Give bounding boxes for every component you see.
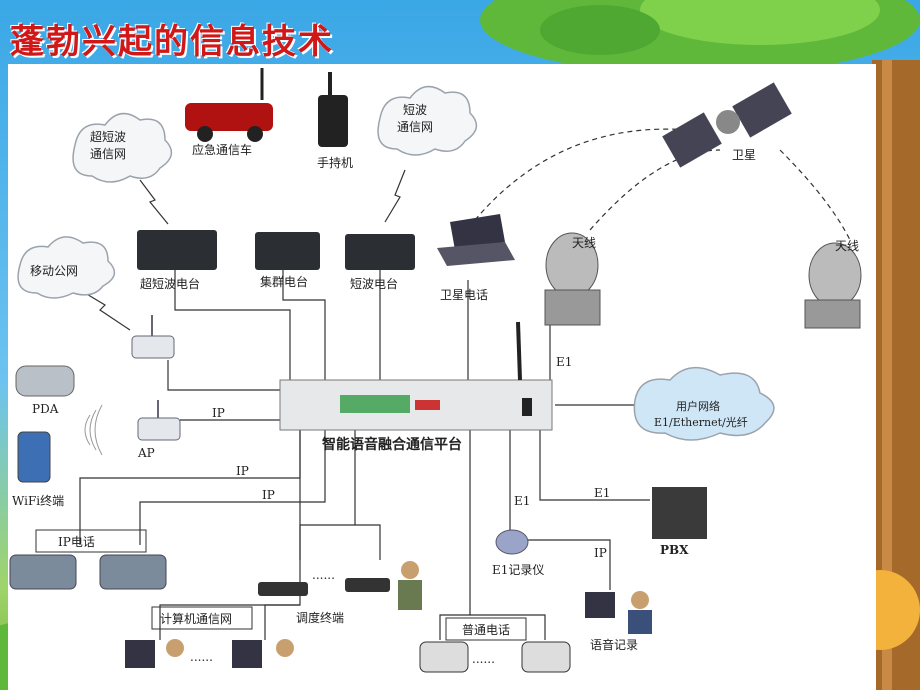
link-label-e1-recorder: E1: [514, 494, 531, 508]
pc-net-box: [151, 606, 253, 630]
voice-record-icon: [585, 591, 652, 634]
user-net-label-1: 用户网络: [676, 400, 720, 413]
short-net-cloud: [377, 85, 478, 156]
ip-phone-icon-1: [9, 554, 77, 590]
dispatch-dots: ......: [312, 568, 335, 582]
cluster-station-icon: [255, 232, 320, 270]
link-label-ip-phone1: IP: [236, 464, 249, 478]
antenna2-label: 天线: [835, 239, 860, 253]
ushort-net-cloud: [72, 112, 173, 183]
e1-recorder-label: E1记录仪: [492, 563, 545, 577]
satellite-icon: [662, 82, 792, 168]
hub-label: 智能语音融合通信平台: [322, 437, 462, 453]
wireless-links: [79, 169, 406, 331]
user-net-cloud: [633, 366, 775, 441]
pda-label: PDA: [32, 402, 59, 416]
ap-label: AP: [138, 446, 155, 460]
slide-title: 蓬勃兴起的信息技术: [10, 22, 334, 62]
link-label-ip-ap: IP: [212, 406, 225, 420]
sat-phone-icon: [437, 214, 515, 266]
emergency-car-icon: [185, 68, 273, 142]
plain-phone-label: 普通电话: [462, 623, 511, 637]
antenna2-icon: [804, 242, 862, 329]
short-net-label: 短波 通信网: [397, 103, 434, 134]
link-label-ip-voice: IP: [594, 546, 607, 560]
wifi-terminal-label: WiFi终端: [12, 494, 65, 508]
e1-recorder-icon: [495, 529, 529, 555]
ip-phone-box: [35, 529, 147, 553]
plain-phone-icon-1: [419, 641, 469, 673]
phone-dots: ......: [472, 652, 495, 666]
short-station-label: 短波电台: [350, 277, 399, 291]
ushort-net-label: 超短波 通信网: [90, 130, 127, 161]
mobile-net-label: 移动公网: [30, 264, 79, 278]
hub-device: [279, 321, 553, 431]
antenna1-icon: [544, 232, 601, 326]
user-net-label-2: E1/Ethernet/光纤: [654, 416, 748, 429]
connection-lines: [79, 270, 650, 640]
link-label-e1-antenna: E1: [556, 355, 573, 369]
satellite-links: [474, 128, 851, 241]
mobile-router-icon: [131, 315, 175, 359]
dispatch-terminal-icons: [258, 561, 422, 610]
ip-phone-icon-2: [99, 554, 167, 590]
emergency-car-label: 应急通信车: [192, 143, 253, 157]
pc-net-icons: [125, 639, 294, 668]
satellite-label: 卫星: [732, 148, 757, 162]
link-label-ip-phone2: IP: [262, 488, 275, 502]
plain-phone-icon-2: [521, 641, 571, 673]
link-label-e1-pbx: E1: [594, 486, 611, 500]
ushort-station-label: 超短波电台: [140, 277, 201, 291]
pc-dots: ......: [190, 650, 213, 664]
pbx-icon: [652, 487, 707, 539]
wifi-terminal-icon: [17, 431, 51, 483]
voice-record-label: 语音记录: [590, 638, 639, 652]
dispatch-terminal-label: 调度终端: [296, 611, 345, 625]
pc-net-label: 计算机通信网: [160, 612, 233, 626]
wifi-waves-icon: [84, 404, 103, 456]
mobile-net-cloud: [17, 236, 116, 299]
handset-label: 手持机: [317, 156, 354, 170]
cluster-station-label: 集群电台: [260, 275, 309, 289]
pda-icon: [15, 365, 75, 397]
sat-phone-label: 卫星电话: [440, 288, 489, 302]
antenna1-label: 天线: [572, 236, 597, 250]
ap-icon: [137, 400, 181, 441]
ip-phone-label: IP电话: [58, 535, 95, 549]
short-station-icon: [345, 234, 415, 270]
pbx-label: PBX: [660, 543, 689, 557]
ushort-station-icon: [137, 230, 217, 270]
handset-icon: [318, 72, 348, 147]
plain-phone-box: [445, 617, 527, 641]
